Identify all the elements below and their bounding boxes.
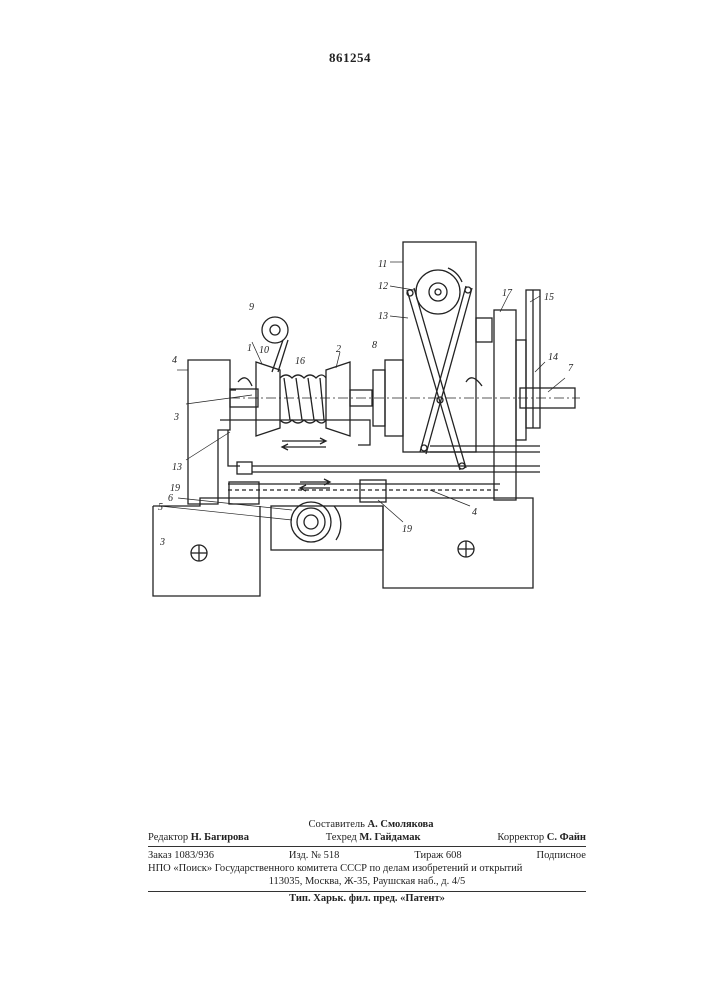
label-11: 11 [378, 259, 387, 270]
label-6: 6 [168, 493, 173, 504]
compiler-name: А. Смолякова [368, 819, 434, 830]
label-17: 17 [502, 288, 513, 299]
order-line: Заказ 1083/936 Изд. № 518 Тираж 608 Подп… [148, 849, 586, 862]
label-8: 8 [372, 340, 377, 351]
label-7: 7 [568, 363, 574, 374]
label-3: 3 [173, 412, 179, 423]
label-15: 15 [544, 292, 554, 303]
label-3-bed: 3 [159, 537, 165, 548]
label-19-right: 19 [402, 524, 412, 535]
compiler-role: Составитель [309, 819, 365, 830]
izd-number: Изд. № 518 [289, 849, 340, 862]
podpisnoe: Подписное [537, 849, 586, 862]
drawing-labels: 1 2 3 4 4 5 6 7 8 9 10 11 12 13 13 14 15… [158, 259, 574, 548]
editor-name: Н. Багирова [191, 832, 249, 843]
label-4-left: 4 [172, 355, 177, 366]
corrector-name: С. Файн [547, 832, 586, 843]
label-9: 9 [249, 302, 254, 313]
order-number: Заказ 1083/936 [148, 849, 214, 862]
label-5: 5 [158, 502, 163, 513]
label-19-left: 19 [170, 483, 180, 494]
techred-role: Техред [326, 832, 357, 843]
label-14: 14 [548, 352, 558, 363]
label-12: 12 [378, 281, 388, 292]
compiler-line: Составитель А. Смолякова [148, 818, 586, 831]
tirazh: Тираж 608 [414, 849, 461, 862]
editors-line: Редактор Н. Багирова Техред М. Гайдамак … [148, 831, 586, 844]
label-16: 16 [295, 356, 305, 367]
drawing-lines [153, 242, 580, 596]
divider [148, 846, 586, 847]
corrector: Корректор С. Файн [497, 831, 586, 844]
techred: Техред М. Гайдамак [326, 831, 421, 844]
editor-role: Редактор [148, 832, 188, 843]
techred-name: М. Гайдамак [359, 832, 420, 843]
label-10: 10 [259, 345, 269, 356]
label-13-left: 13 [172, 462, 182, 473]
label-1: 1 [247, 343, 252, 354]
printer-line: Тип. Харьк. фил. пред. «Патент» [148, 892, 586, 905]
corrector-role: Корректор [497, 832, 544, 843]
label-2: 2 [336, 344, 341, 355]
npo-line: НПО «Поиск» Государственного комитета СС… [148, 862, 586, 875]
label-4-right: 4 [472, 507, 477, 518]
editor: Редактор Н. Багирова [148, 831, 249, 844]
imprint-footer: Составитель А. Смолякова Редактор Н. Баг… [148, 818, 586, 905]
label-13-top: 13 [378, 311, 388, 322]
address-line: 113035, Москва, Ж-35, Раушская наб., д. … [148, 875, 586, 888]
